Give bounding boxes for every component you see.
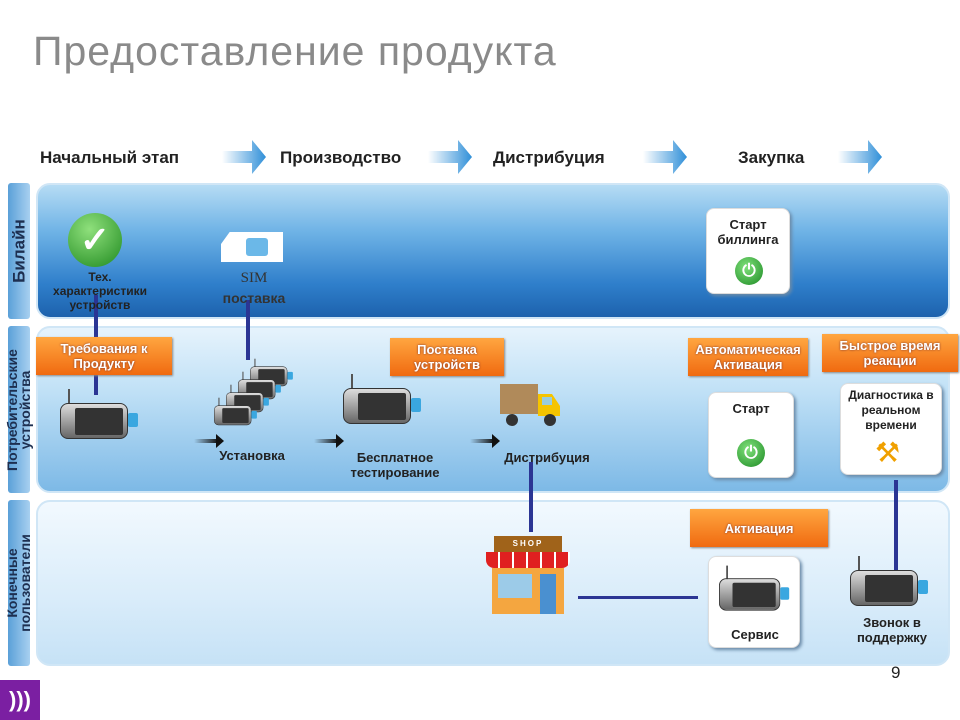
support-call-label: Звонок в поддержку <box>856 615 928 645</box>
service-label: Сервис <box>731 627 779 642</box>
installation-label: Установка <box>219 448 285 463</box>
device-icon <box>214 397 257 426</box>
device-icon <box>719 565 790 612</box>
device-icon <box>343 374 421 426</box>
connector-arrow <box>578 596 698 599</box>
lane-label-devices: Потребительские устройства <box>4 326 33 493</box>
connector-arrow <box>246 300 250 360</box>
start-label: Старт <box>732 401 770 416</box>
shop-front <box>492 568 564 614</box>
device-icon <box>850 556 928 608</box>
diagnostics-label: Диагностика в реальном времени <box>848 388 934 432</box>
sim-card-icon <box>221 232 283 262</box>
phase-arrow-icon <box>222 140 266 174</box>
lane-label-beeline: Билайн <box>8 183 30 319</box>
requirements-badge: Требования к Продукту <box>36 337 172 375</box>
sim-supply-label: поставка <box>222 290 286 306</box>
billing-start-card: Старт биллинга ⏻ <box>706 208 790 294</box>
shop-icon: SHOP <box>486 536 570 614</box>
flow-arrow-icon <box>314 434 344 448</box>
flow-arrow-icon <box>470 434 500 448</box>
power-icon: ⏻ <box>737 439 765 467</box>
beeline-logo-icon: ))) <box>0 680 40 720</box>
tech-specs-label: Тех. характеристики устройств <box>53 270 147 312</box>
activation-badge: Активация <box>690 509 828 547</box>
device-icon <box>60 389 138 441</box>
page-number: 9 <box>891 663 901 682</box>
distribution-label: Дистрибуция <box>504 450 590 465</box>
shop-awning <box>486 552 570 568</box>
service-card: Сервис <box>708 556 800 648</box>
lane-beeline <box>36 183 950 319</box>
flow-arrow-icon <box>194 434 224 448</box>
phase-arrow-icon <box>838 140 882 174</box>
lane-label-users: Конечные пользователи <box>4 500 33 666</box>
phase-initial: Начальный этап <box>40 148 180 167</box>
free-testing-label: Бесплатное тестирование <box>350 450 440 480</box>
phase-arrow-icon <box>428 140 472 174</box>
shop-sign: SHOP <box>494 536 562 552</box>
connector-arrow <box>529 462 533 532</box>
tools-icon: ⚒ <box>875 437 901 468</box>
phase-arrow-icon <box>643 140 687 174</box>
power-icon: ⏻ <box>735 257 763 285</box>
auto-activation-badge: Автоматическая Активация <box>688 338 808 376</box>
device-supply-badge: Поставка устройств <box>390 338 504 376</box>
phase-distribution: Дистрибуция <box>493 148 605 167</box>
billing-start-label: Старт биллинга <box>717 217 779 247</box>
start-card: Старт ⏻ <box>708 392 794 478</box>
fast-response-badge: Быстрое время реакции <box>822 334 958 372</box>
diagnostics-card: Диагностика в реальном времени ⚒ <box>840 383 942 475</box>
phase-production: Производство <box>280 148 402 167</box>
connector-arrow <box>894 480 898 570</box>
page-title: Предоставление продукта <box>33 28 557 74</box>
check-icon: ✓ <box>68 213 122 267</box>
truck-icon <box>500 384 560 426</box>
phase-purchase: Закупка <box>738 148 805 167</box>
sim-label: SIM <box>240 270 268 286</box>
